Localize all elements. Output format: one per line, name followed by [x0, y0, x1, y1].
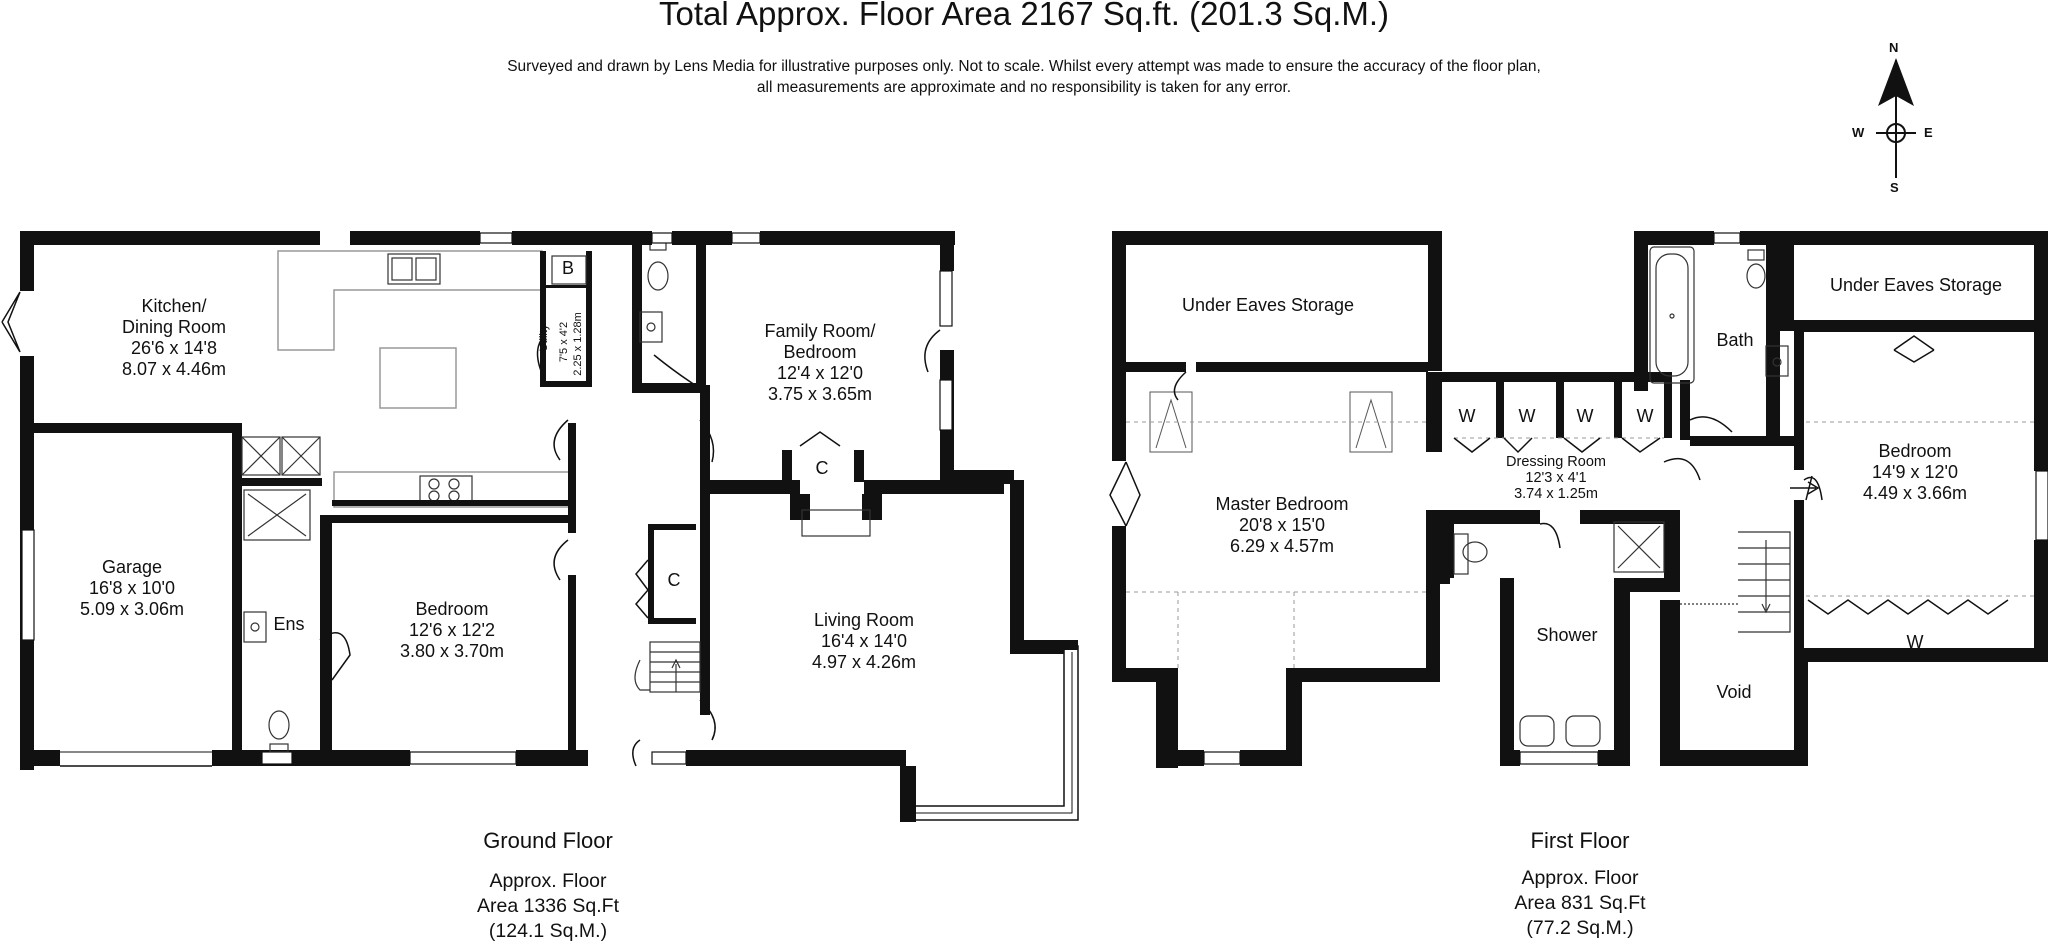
room-label-garage: Garage 16'8 x 10'0 5.09 x 3.06m: [79, 557, 185, 619]
store-cupboards: [241, 436, 321, 476]
kitchen-worktops: [277, 250, 571, 508]
room-label-eaves-left: Under Eaves Storage: [1181, 295, 1355, 315]
wardrobe-label-3: W: [1576, 406, 1594, 426]
ground-floor-plan: [1, 231, 1079, 822]
compass-west: W: [1852, 125, 1865, 140]
room-label-hall-cupboard: C: [667, 570, 681, 590]
room-label-boiler: B: [561, 258, 575, 278]
room-label-utility: Utility: [538, 324, 550, 352]
compass-east: E: [1924, 125, 1933, 140]
bay-window: [900, 640, 1079, 822]
compass-icon: [1876, 58, 1916, 178]
wardrobe-label-1: W: [1458, 406, 1476, 426]
disclaimer-line-1: Surveyed and drawn by Lens Media for ill…: [507, 58, 1541, 75]
wardrobe-label-2: W: [1518, 406, 1536, 426]
room-label-eaves-right: Under Eaves Storage: [1829, 275, 2003, 295]
room-label-family-cupboard: C: [815, 458, 829, 478]
room-label-dressing-room: Dressing Room 12'3 x 4'1 3.74 x 1.25m: [1506, 454, 1606, 502]
door-arrow-icon: [1790, 481, 1820, 495]
ground-floor-doors: [1, 291, 941, 767]
ground-floor-windows: [21, 232, 953, 765]
room-label-utility-metric: 2.25 x 1.28m: [572, 312, 584, 376]
compass-south: S: [1890, 180, 1899, 195]
page-title: Total Approx. Floor Area 2167 Sq.ft. (20…: [658, 0, 1390, 32]
disclaimer-line-2: all measurements are approximate and no …: [756, 79, 1292, 96]
kitchen-sink-icon: [387, 253, 441, 285]
first-floor-walls: [1112, 231, 2048, 768]
wardrobe-label-4: W: [1636, 406, 1654, 426]
shower-fixtures: [1453, 521, 1665, 747]
room-label-kitchen: Kitchen/ Dining Room 26'6 x 14'8 8.07 x …: [121, 296, 227, 379]
ensuite-fixtures: [243, 489, 311, 753]
ground-floor-area: Approx. Floor Area 1336 Sq.Ft (124.1 Sq.…: [476, 870, 620, 942]
first-floor-stairs: [1680, 531, 1791, 633]
disclaimer: Surveyed and drawn by Lens Media for ill…: [0, 56, 2048, 98]
first-floor-plan: [1109, 231, 2048, 768]
first-floor-area: Approx. Floor Area 831 Sq.Ft (77.2 Sq.M.…: [1514, 867, 1646, 939]
room-label-bedroom-first: Bedroom 14'9 x 12'0 4.49 x 3.66m: [1862, 441, 1968, 503]
room-label-bedroom-wardrobe: W: [1906, 632, 1924, 652]
room-label-ensuite: Ens: [273, 614, 305, 634]
hob-icon: [419, 475, 473, 505]
fireplace-hearth: [801, 509, 871, 537]
kitchen-island: [379, 347, 457, 409]
room-label-family-room: Family Room/ Bedroom 12'4 x 12'0 3.75 x …: [764, 321, 876, 404]
bath-tub-icon: [1649, 246, 1789, 384]
boiler-box: [551, 255, 587, 285]
first-floor-title: First Floor: [1530, 828, 1630, 853]
ground-floor-walls: [20, 231, 1065, 806]
ground-floor-title: Ground Floor: [483, 828, 613, 853]
room-label-shower: Shower: [1536, 625, 1598, 645]
room-label-utility-imperial: 7'5 x 4'2: [558, 321, 570, 363]
ground-floor-stairs: [634, 641, 701, 693]
room-label-bedroom-ground: Bedroom 12'6 x 12'2 3.80 x 3.70m: [399, 599, 505, 661]
room-label-void: Void: [1716, 682, 1752, 702]
room-label-living-room: Living Room 16'4 x 14'0 4.97 x 4.26m: [811, 610, 917, 672]
wc-icon: [639, 239, 669, 343]
room-label-master-bedroom: Master Bedroom 20'8 x 15'0 6.29 x 4.57m: [1215, 494, 1349, 556]
compass-north: N: [1889, 40, 1899, 55]
first-floor-doors: [1109, 335, 2009, 615]
room-label-bath: Bath: [1716, 330, 1754, 350]
